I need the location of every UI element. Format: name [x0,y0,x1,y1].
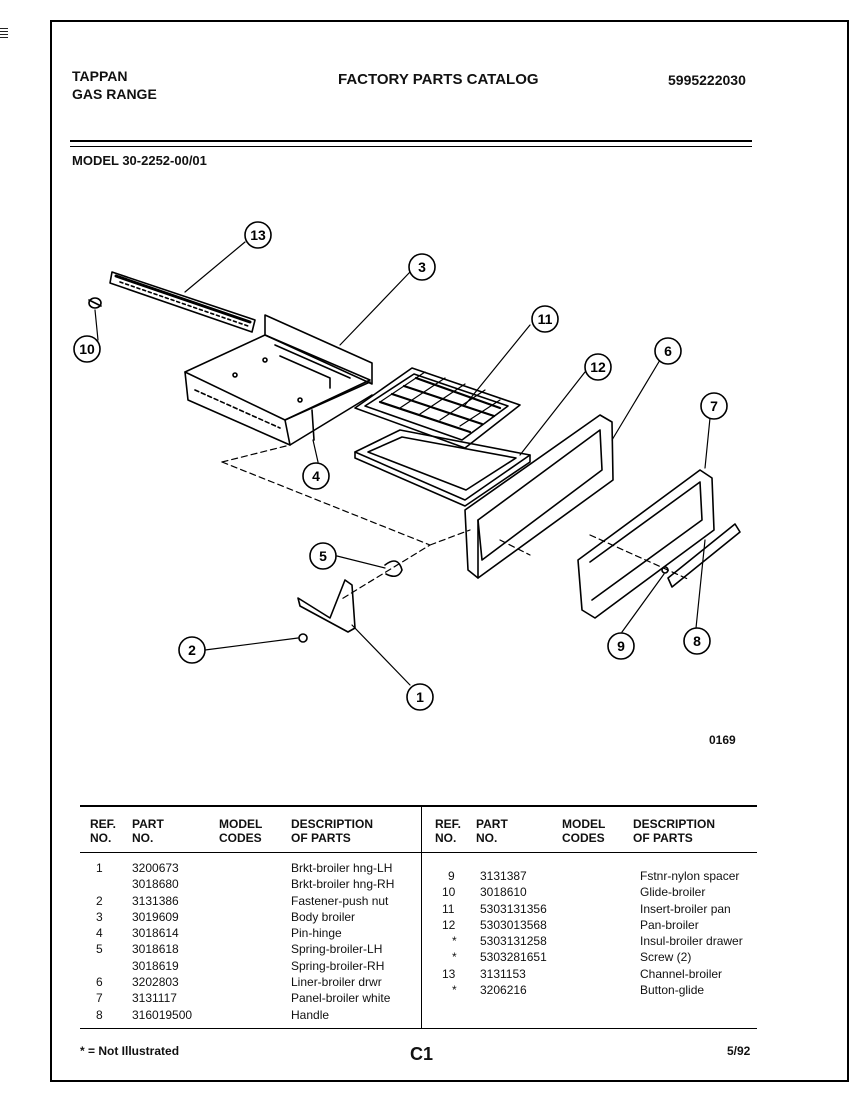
pan-broiler-part [354,429,531,507]
callout-11-label: 11 [538,311,553,327]
exploded-parts-diagram: 13 3 11 12 6 7 10 4 5 2 1 9 8 [73,221,741,711]
catalog-title: FACTORY PARTS CATALOG [338,71,539,88]
table-rule-header [80,852,757,853]
panel-broiler-part [577,469,715,619]
leader-lines [94,241,711,686]
liner-broiler-drawer-part [464,414,614,579]
callout-5-label: 5 [319,548,327,564]
callout-8-label: 8 [693,633,701,649]
callout-12-label: 12 [590,359,606,375]
bracket-broiler-hinge-part [297,579,356,633]
page-number: C1 [410,1044,434,1064]
callout-13-label: 13 [250,227,266,243]
callout-3: 3 [408,253,436,281]
body-broiler-part [184,314,373,446]
callout-6-label: 6 [664,343,672,359]
header-rule-bottom [70,146,752,147]
insert-broiler-pan-part [354,367,521,449]
callout-2: 2 [178,636,206,664]
product-label: GAS RANGE [72,86,157,102]
glide-broiler-part [88,297,102,309]
fastener-push-nut-part [298,633,308,643]
table-divider [421,806,422,1028]
callout-4: 4 [302,462,330,490]
callout-11: 11 [531,305,559,333]
callout-6: 6 [654,337,682,365]
table-rule-top [80,805,757,807]
callout-9: 9 [607,632,635,660]
callout-10-label: 10 [79,341,95,357]
brand-label: TAPPAN [72,68,128,84]
revision-date: 5/92 [727,1044,751,1058]
callout-3-label: 3 [418,259,426,275]
table-rule-bottom [80,1028,757,1029]
scan-edge-marks [0,28,8,40]
callout-13: 13 [244,221,272,249]
figure-code: 0169 [709,733,736,747]
page-frame [50,20,849,1082]
header-rule-top [70,140,752,142]
callout-2-label: 2 [188,642,196,658]
spring-broiler-part [384,560,403,578]
not-illustrated-note: * = Not Illustrated [80,1044,180,1058]
alignment-lines [221,444,691,601]
callout-4-label: 4 [312,468,320,484]
channel-broiler-part [109,271,256,333]
callout-10: 10 [73,335,101,363]
callout-1-label: 1 [416,689,424,705]
handle-part [667,523,741,588]
callout-7: 7 [700,392,728,420]
callout-8: 8 [683,627,711,655]
callout-7-label: 7 [710,398,718,414]
callout-9-label: 9 [617,638,625,654]
pin-hinge-part [311,409,315,441]
model-label: MODEL 30-2252-00/01 [72,153,207,168]
right-header-ref: REF.NO. [435,817,462,845]
callout-1: 1 [406,683,434,711]
callout-12: 12 [584,353,612,381]
callout-5: 5 [309,542,337,570]
catalog-number: 5995222030 [668,72,746,88]
left-header-ref: REF.NO. [90,817,117,845]
